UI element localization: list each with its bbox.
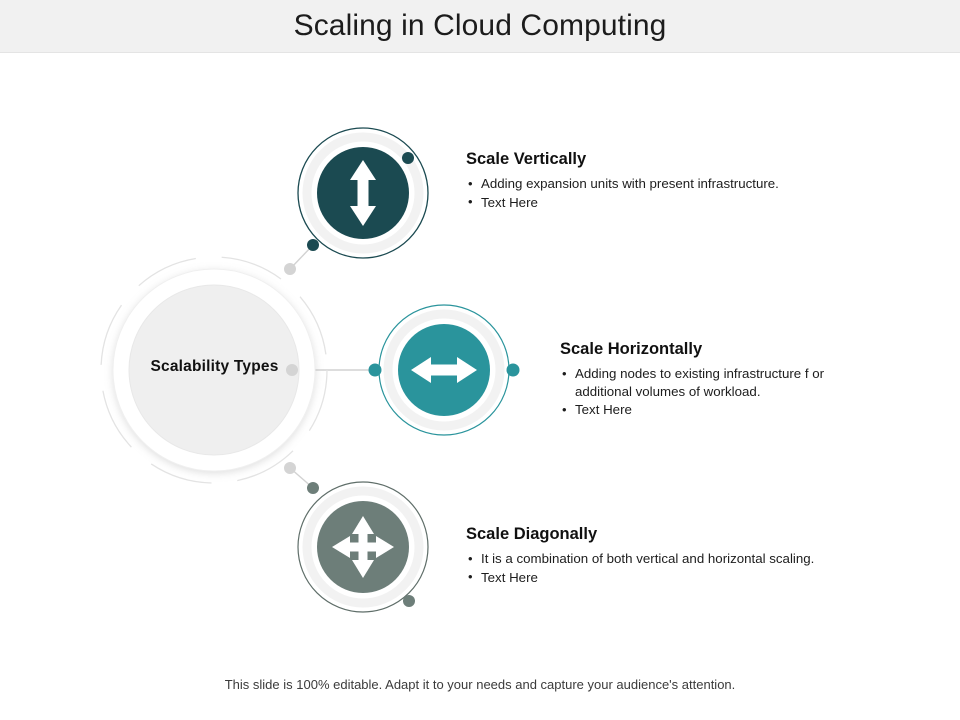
four-way-arrow-icon	[332, 516, 394, 578]
heading-scale-vertically: Scale Vertically	[466, 150, 587, 168]
vertical-double-arrow-icon	[350, 160, 376, 226]
node-diagonal-outer-ring	[297, 481, 429, 613]
text-block-scale-vertically: Scale Vertically Adding expansion units …	[466, 149, 866, 212]
node-scale-vertically[interactable]	[297, 127, 429, 259]
node-horizontal-dot-right	[506, 363, 520, 377]
node-horizontal-halo-ring	[383, 309, 505, 431]
page-title: Scaling in Cloud Computing	[293, 9, 667, 42]
hub-dot-horizontal	[286, 364, 298, 376]
node-vertical-dot-top	[402, 152, 414, 164]
hub-outer-dashed-ring	[100, 256, 328, 484]
node-vertical-dot-bottom	[307, 239, 319, 251]
hub-dot-diagonal	[284, 462, 296, 474]
horizontal-double-arrow-icon	[411, 357, 477, 383]
hub-group	[100, 256, 328, 484]
bullet-item: Adding expansion units with present infr…	[466, 175, 866, 193]
node-diagonal-halo-ring	[302, 486, 424, 608]
bullets-scale-vertically: Adding expansion units with present infr…	[466, 175, 866, 211]
hub-inner-disc	[128, 284, 300, 456]
text-block-scale-diagonally: Scale Diagonally It is a combination of …	[466, 524, 886, 587]
text-block-scale-horizontally: Scale Horizontally Adding nodes to exist…	[560, 339, 880, 420]
hub-label: Scalability Types	[150, 358, 279, 375]
node-vertical-halo-ring	[302, 132, 424, 254]
bullets-scale-diagonally: It is a combination of both vertical and…	[466, 550, 886, 586]
node-vertical-outer-ring	[297, 127, 429, 259]
node-diagonal-dot-top	[307, 482, 319, 494]
bullet-item: Text Here	[560, 401, 880, 419]
node-scale-diagonally[interactable]	[297, 481, 429, 613]
hub-dot-vertical	[284, 263, 296, 275]
bullet-item: It is a combination of both vertical and…	[466, 550, 886, 568]
node-diagonal-dot-bottom	[403, 595, 415, 607]
bullet-item: Adding nodes to existing infrastructure …	[560, 365, 880, 400]
footer-note: This slide is 100% editable. Adapt it to…	[224, 677, 736, 692]
bullet-item: Text Here	[466, 193, 866, 212]
bullets-scale-horizontally: Adding nodes to existing infrastructure …	[560, 365, 880, 419]
title-bar	[0, 0, 960, 53]
scalability-diagram	[100, 127, 520, 613]
node-scale-horizontally[interactable]	[368, 304, 520, 436]
heading-scale-diagonally: Scale Diagonally	[466, 525, 598, 543]
bullet-item: Text Here	[466, 568, 886, 587]
heading-scale-horizontally: Scale Horizontally	[560, 340, 703, 358]
diagram-stage: Scalability Types Scale Vertically Addin…	[0, 52, 960, 662]
node-horizontal-dot-left	[368, 363, 382, 377]
